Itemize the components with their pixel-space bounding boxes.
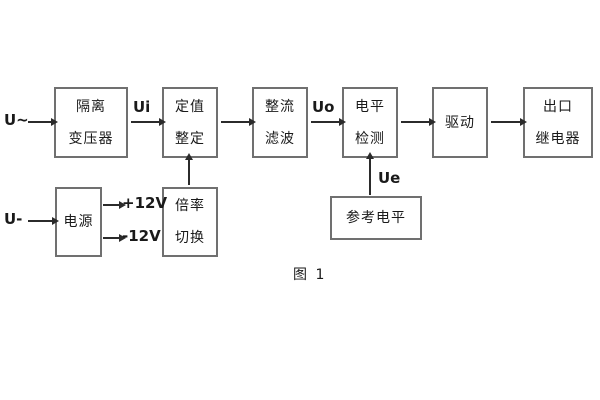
block-label: 电源 bbox=[63, 214, 94, 230]
arrow-right-icon bbox=[28, 217, 59, 225]
block-setting-adjust: 定值 整定 bbox=[162, 87, 218, 158]
block-power-supply: 电源 bbox=[55, 187, 102, 257]
signal-label-uo: Uo bbox=[312, 98, 335, 116]
block-label: 定值 bbox=[175, 98, 205, 115]
block-label: 继电器 bbox=[535, 130, 581, 147]
block-label: 出口 bbox=[543, 98, 573, 115]
arrow-up-icon bbox=[366, 152, 374, 195]
arrow-right-icon bbox=[401, 118, 436, 126]
block-label: 隔离 bbox=[76, 98, 106, 115]
signal-label-plus-12v: +12V bbox=[122, 194, 168, 212]
block-label: 驱动 bbox=[445, 114, 475, 131]
signal-label-ui: Ui bbox=[133, 98, 151, 116]
arrow-right-icon bbox=[28, 118, 58, 126]
block-reference-level: 参考电平 bbox=[330, 196, 422, 240]
arrow-right-icon bbox=[103, 201, 126, 209]
block-label: 整定 bbox=[175, 130, 205, 147]
block-label: 电平 bbox=[355, 98, 385, 115]
block-ratio-switch: 倍率 切换 bbox=[162, 187, 218, 257]
signal-label-input-dc: U- bbox=[4, 210, 23, 228]
block-label: 参考电平 bbox=[346, 210, 406, 226]
block-isolation-transformer: 隔离 变压器 bbox=[54, 87, 128, 158]
arrow-right-icon bbox=[131, 118, 166, 126]
block-label: 检测 bbox=[355, 130, 385, 147]
signal-label-ue: Ue bbox=[378, 169, 401, 187]
block-rectifier-filter: 整流 滤波 bbox=[252, 87, 308, 158]
arrow-right-icon bbox=[491, 118, 527, 126]
block-label: 切换 bbox=[175, 230, 205, 246]
arrow-right-icon bbox=[311, 118, 346, 126]
signal-label-minus-12v: -12V bbox=[122, 227, 161, 245]
signal-label-input-ac: U~ bbox=[4, 111, 29, 129]
block-output-relay: 出口 继电器 bbox=[523, 87, 593, 158]
block-driver: 驱动 bbox=[432, 87, 488, 158]
block-label: 变压器 bbox=[68, 130, 114, 147]
block-label: 整流 bbox=[265, 98, 295, 115]
figure-caption: 图 1 bbox=[293, 267, 327, 283]
arrow-right-icon bbox=[221, 118, 256, 126]
block-label: 倍率 bbox=[175, 198, 205, 214]
arrow-right-icon bbox=[103, 234, 126, 242]
block-label: 滤波 bbox=[265, 130, 295, 147]
block-level-detect: 电平 检测 bbox=[342, 87, 398, 158]
arrow-up-icon bbox=[185, 153, 193, 185]
